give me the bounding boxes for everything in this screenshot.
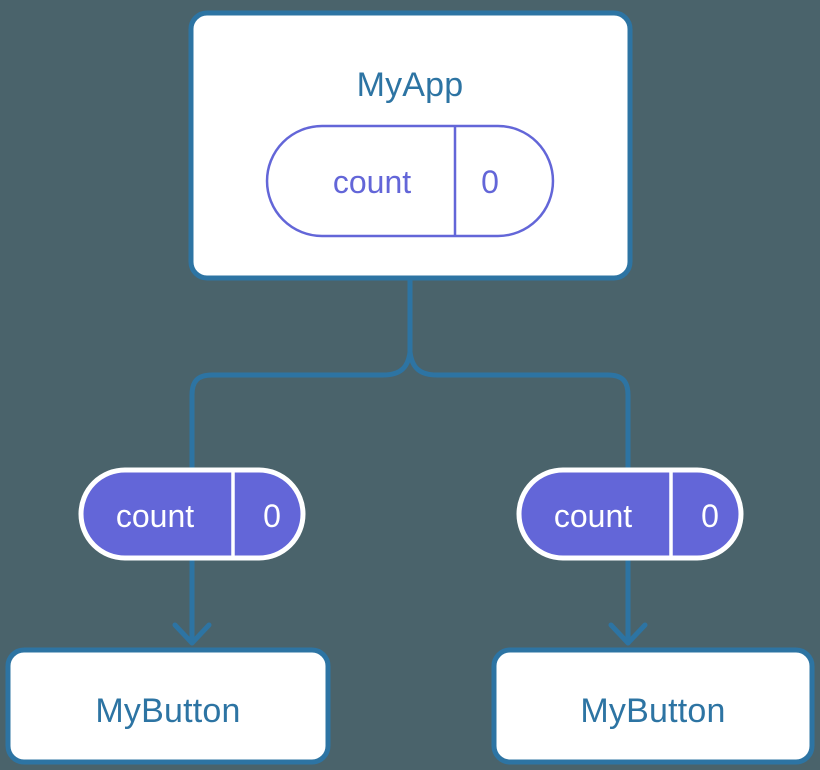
node-myapp-label: MyApp [357,66,464,104]
node-mybutton-left-label: MyButton [95,692,240,730]
state-pill-left-key: count [116,498,194,534]
state-pill-right-shape[interactable] [516,467,744,561]
arrowhead-right-icon [608,622,648,646]
state-pill-left-value: 0 [263,498,281,534]
node-mybutton-right-box[interactable] [491,647,815,765]
connector-branch-right [407,351,631,470]
state-pill-left[interactable]: count 0 [78,467,306,561]
branch-right: count 0 MyButton [491,467,815,765]
state-pill-right-value: 0 [701,498,719,534]
connector-branch-left [189,351,413,470]
state-pill-root-value: 0 [481,164,499,200]
node-mybutton-right[interactable]: MyButton [491,647,815,765]
node-mybutton-left-box[interactable] [5,647,331,765]
state-pill-right[interactable]: count 0 [516,467,744,561]
branch-left: count 0 MyButton [5,467,331,765]
state-pill-right-key: count [554,498,632,534]
node-mybutton-left[interactable]: MyButton [5,647,331,765]
connector-group [189,278,631,643]
state-pill-left-shape[interactable] [78,467,306,561]
node-myapp[interactable]: MyApp count 0 [188,10,633,281]
state-pill-root-shape[interactable] [265,124,555,238]
state-pill-root[interactable]: count 0 [265,124,555,238]
node-mybutton-right-label: MyButton [580,692,725,730]
state-pill-root-key: count [333,164,411,200]
arrowhead-group [172,622,648,646]
arrowhead-left-icon [172,622,212,646]
